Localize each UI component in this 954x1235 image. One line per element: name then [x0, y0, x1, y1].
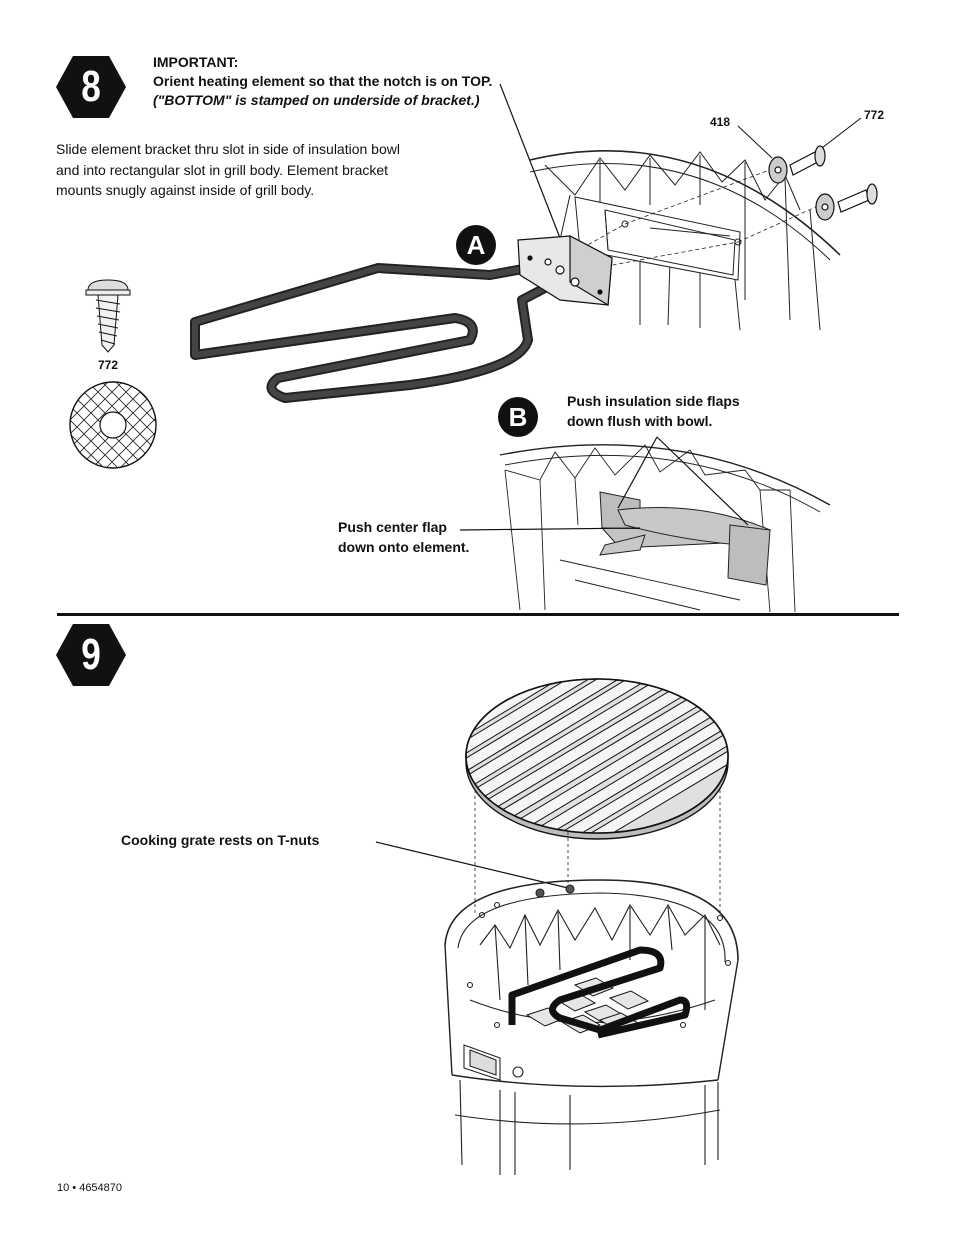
step-9-badge: 9	[56, 624, 126, 686]
step-8-instructions: Slide element bracket thru slot in side …	[56, 139, 400, 201]
page-footer: 10 • 4654870	[57, 1182, 123, 1194]
insulation-flaps	[599, 491, 772, 586]
element-bracket	[517, 235, 613, 307]
washer-418-detail	[69, 381, 157, 469]
detail-a-label: A	[456, 225, 496, 265]
important-line: Orient heating element so that the notch…	[153, 73, 493, 89]
callout-line: Push center flap	[338, 519, 447, 535]
instruction-line: Slide element bracket thru slot in side …	[56, 141, 400, 157]
step-9-number: 9	[81, 630, 101, 679]
detail-b-label: B	[498, 397, 538, 437]
callout-line: down flush with bowl.	[567, 413, 713, 429]
step-8-number: 8	[81, 62, 101, 111]
notch-leader-line	[499, 83, 561, 239]
callout-line: Push insulation side flaps	[567, 393, 740, 409]
screw-772	[789, 145, 878, 213]
element-in-grill	[508, 946, 691, 1039]
important-title: IMPORTANT:	[153, 54, 239, 70]
step-divider	[57, 613, 899, 616]
center-flap-callout: Push center flap down onto element.	[338, 517, 469, 557]
heating-element	[190, 260, 573, 403]
washer-418	[768, 156, 835, 221]
part-772-detail-label: 772	[98, 358, 119, 372]
part-772-label: 772	[864, 108, 885, 122]
callout-line: down onto element.	[338, 539, 470, 555]
instruction-line: and into rectangular slot in grill body.…	[56, 161, 389, 178]
screw-772-detail	[85, 279, 131, 353]
side-flaps-callout: Push insulation side flaps down flush wi…	[567, 391, 740, 431]
part-418-label: 418	[710, 115, 731, 129]
grate-callout: Cooking grate rests on T-nuts	[121, 832, 320, 848]
cooking-grate	[465, 678, 729, 840]
detail-a-bowl	[529, 150, 841, 331]
important-block: IMPORTANT: Orient heating element so tha…	[153, 53, 492, 110]
instruction-line: mounts snugly against inside of grill bo…	[56, 182, 315, 198]
step-8-badge: 8	[56, 56, 126, 118]
important-note: ("BOTTOM" is stamped on underside of bra…	[153, 92, 480, 108]
